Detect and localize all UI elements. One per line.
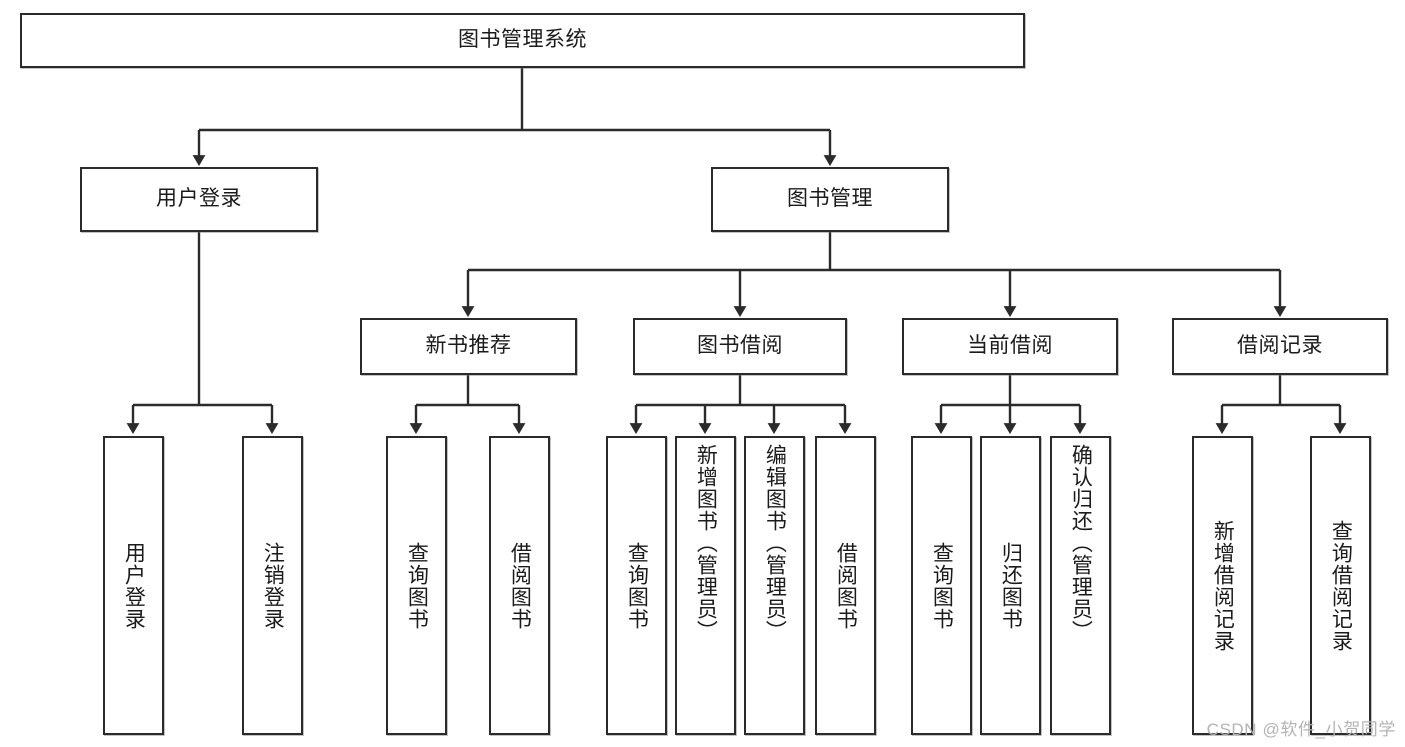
leaf-borrow-book-2[interactable]: 借阅图书 [815, 436, 876, 735]
leaf-add-book[interactable]: 新增图书（管理员） [675, 436, 736, 735]
node-user-login-label: 用户登录 [156, 187, 242, 211]
leaf-confirm-return[interactable]: 确认归还（管理员） [1050, 436, 1111, 735]
leaf-edit-book[interactable]: 编辑图书（管理员） [744, 436, 805, 735]
leaf-borrow-book-2-label: 借阅图书 [834, 541, 858, 630]
node-new-book-recommend[interactable]: 新书推荐 [360, 318, 577, 375]
node-book-manage-label: 图书管理 [787, 187, 873, 211]
leaf-query-book-3-label: 查询图书 [930, 541, 954, 630]
leaf-logout[interactable]: 注销登录 [242, 436, 303, 735]
node-root[interactable]: 图书管理系统 [20, 13, 1025, 68]
leaf-edit-book-label: 编辑图书（管理员） [763, 444, 787, 642]
node-book-manage[interactable]: 图书管理 [711, 167, 949, 232]
leaf-query-book-2[interactable]: 查询图书 [606, 436, 667, 735]
node-current-borrow-label: 当前借阅 [967, 334, 1053, 358]
leaf-query-book-3[interactable]: 查询图书 [911, 436, 972, 735]
node-book-borrow-label: 图书借阅 [697, 334, 783, 358]
node-borrow-record[interactable]: 借阅记录 [1172, 318, 1388, 375]
node-current-borrow[interactable]: 当前借阅 [902, 318, 1118, 375]
node-root-label: 图书管理系统 [458, 28, 587, 52]
leaf-query-book-1[interactable]: 查询图书 [386, 436, 447, 735]
leaf-add-book-label: 新增图书（管理员） [694, 444, 718, 642]
node-book-borrow[interactable]: 图书借阅 [633, 318, 847, 375]
leaf-borrow-book-1-label: 借阅图书 [508, 541, 532, 630]
leaf-confirm-return-label: 确认归还（管理员） [1069, 444, 1093, 642]
node-user-login[interactable]: 用户登录 [80, 167, 318, 232]
leaf-return-book-label: 归还图书 [999, 541, 1023, 630]
node-borrow-record-label: 借阅记录 [1237, 334, 1323, 358]
csdn-watermark: CSDN @软件_小贺同学 [1206, 720, 1396, 739]
leaf-query-book-1-label: 查询图书 [405, 541, 429, 630]
leaf-query-book-2-label: 查询图书 [625, 541, 649, 630]
leaf-borrow-book-1[interactable]: 借阅图书 [489, 436, 550, 735]
leaf-add-record[interactable]: 新增借阅记录 [1192, 436, 1253, 735]
leaf-user-login[interactable]: 用户登录 [103, 436, 164, 735]
leaf-return-book[interactable]: 归还图书 [980, 436, 1041, 735]
leaf-logout-label: 注销登录 [261, 541, 285, 630]
leaf-query-record[interactable]: 查询借阅记录 [1310, 436, 1371, 735]
leaf-user-login-label: 用户登录 [122, 541, 146, 630]
node-new-book-recommend-label: 新书推荐 [425, 334, 512, 358]
leaf-query-record-label: 查询借阅记录 [1329, 519, 1353, 652]
leaf-add-record-label: 新增借阅记录 [1211, 519, 1235, 652]
